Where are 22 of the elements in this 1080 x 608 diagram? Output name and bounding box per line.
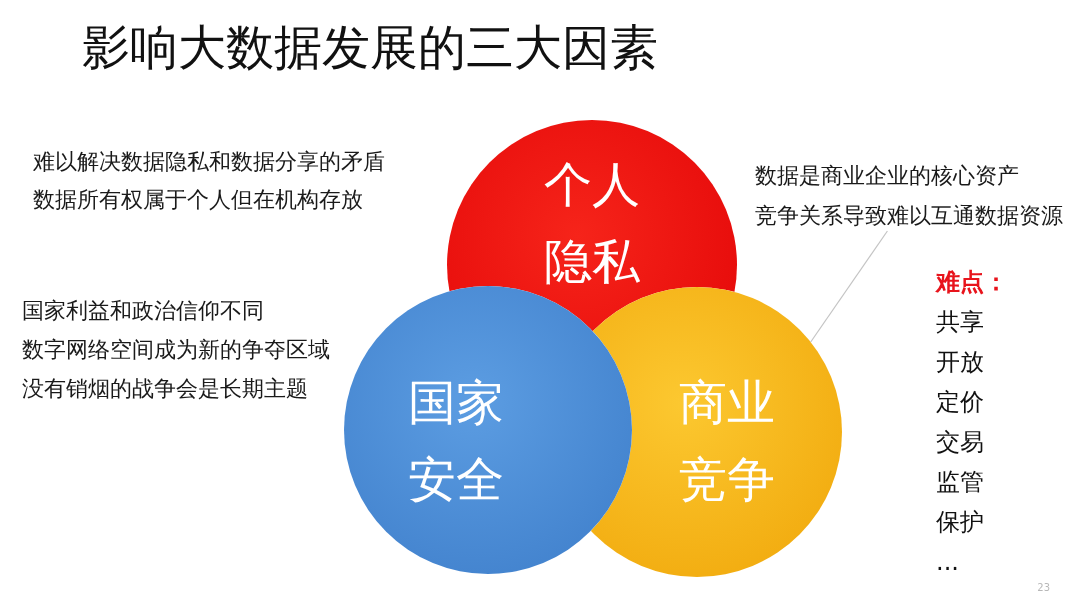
list-item: 共享 bbox=[936, 307, 985, 338]
slide-title: 影响大数据发展的三大因素 bbox=[82, 18, 658, 77]
side-note: 数据所有权属于个人但在机构存放 bbox=[33, 186, 363, 214]
list-item: 交易 bbox=[936, 427, 985, 458]
side-note: 没有销烟的战争会是长期主题 bbox=[22, 375, 308, 403]
circle-label: 个人隐私 bbox=[543, 155, 642, 291]
list-item: 监管 bbox=[936, 467, 985, 498]
list-item: 定价 bbox=[936, 387, 985, 418]
side-note: 难以解决数据隐私和数据分享的矛盾 bbox=[33, 148, 385, 176]
side-note: 数字网络空间成为新的争夺区域 bbox=[22, 336, 330, 364]
note-text: 数据是商业企业的核心资产 bbox=[755, 162, 1020, 190]
side-note: 国家利益和政治信仰不同 bbox=[22, 297, 264, 325]
list-item: 保护 bbox=[936, 507, 985, 538]
list-heading: 难点： bbox=[936, 267, 1008, 298]
leader-line bbox=[810, 230, 888, 343]
list-item: ... bbox=[936, 547, 960, 578]
note-text: 竞争关系导致难以互通数据资源 bbox=[755, 202, 1063, 230]
list-item: 开放 bbox=[936, 347, 985, 378]
venn-circle bbox=[344, 286, 632, 574]
page-number: 23 bbox=[1037, 582, 1050, 594]
circle-label: 国家安全 bbox=[407, 373, 506, 509]
circle-label: 商业竞争 bbox=[678, 373, 777, 509]
